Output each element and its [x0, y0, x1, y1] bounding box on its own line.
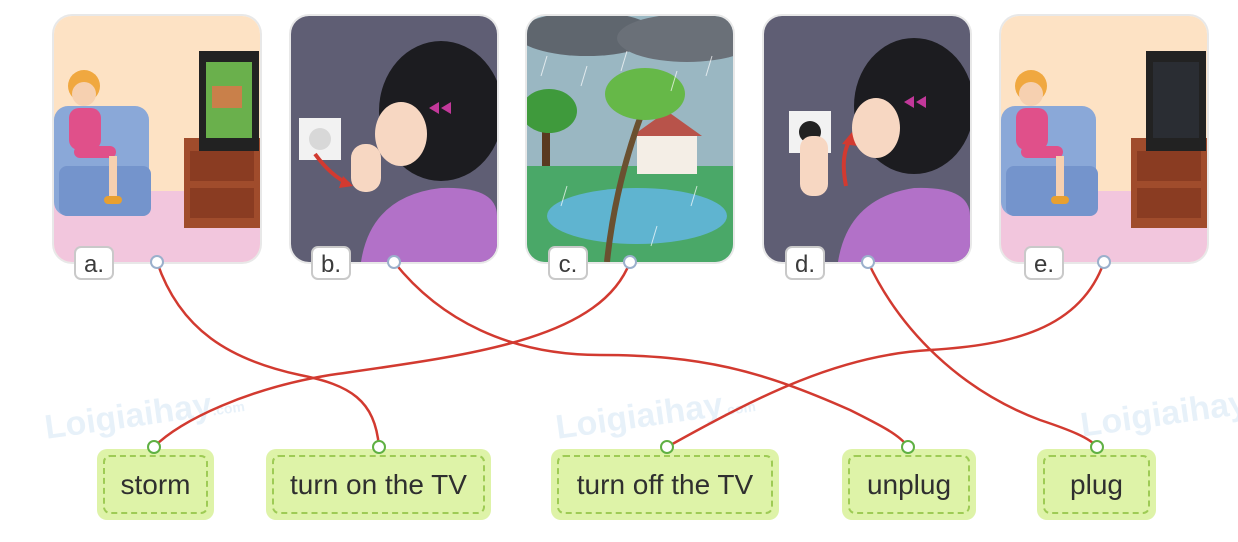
word-box-turn-off-the-tv: turn off the TV: [551, 449, 779, 520]
picture-a-label: a.: [74, 246, 114, 280]
picture-e-label: e.: [1024, 246, 1064, 280]
picture-b-label: b.: [311, 246, 351, 280]
word-box-plug: plug: [1037, 449, 1156, 520]
watermark: Loigiaihay.com: [553, 385, 757, 447]
word-plug-label: plug: [1043, 455, 1150, 514]
picture-d-plugging: [764, 16, 970, 262]
picture-d-label: d.: [785, 246, 825, 280]
picture-e-tv-off: [1001, 16, 1207, 262]
picture-a-watching-tv: [54, 16, 260, 262]
watermark: Loigiaihay.com: [42, 385, 246, 447]
word-box-turn-on-the-tv: turn on the TV: [266, 449, 491, 520]
word-box-storm: storm: [97, 449, 214, 520]
picture-c-storm: [527, 16, 733, 262]
word-turn-on-label: turn on the TV: [272, 455, 485, 514]
watermark: Loigiaihay: [1078, 383, 1238, 445]
picture-c-label: c.: [548, 246, 588, 280]
word-unplug-label: unplug: [848, 455, 970, 514]
word-turn-off-label: turn off the TV: [557, 455, 773, 514]
word-storm-label: storm: [103, 455, 208, 514]
picture-b-unplugging: [291, 16, 497, 262]
line-d-plug: [866, 261, 1098, 448]
word-box-unplug: unplug: [842, 449, 976, 520]
